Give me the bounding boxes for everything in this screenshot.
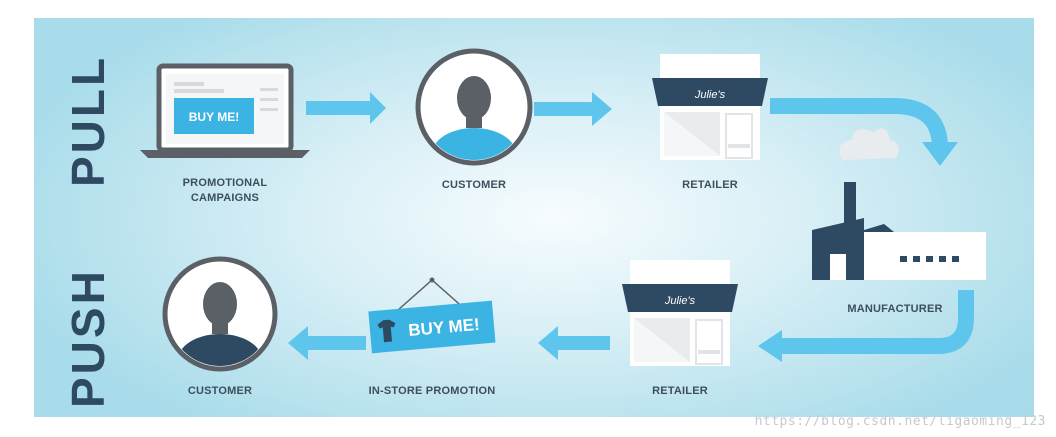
arrow-from-manufacturer (758, 290, 974, 362)
label-manufacturer: MANUFACTURER (847, 303, 943, 315)
arrow-to-manufacturer (770, 98, 958, 166)
arrow-push-1 (538, 326, 610, 360)
diagram-drawing: BUY ME! Julie's (140, 48, 986, 372)
store-sign-bottom: Julie's (664, 295, 696, 307)
arrow-push-2 (288, 326, 366, 360)
customer-avatar-top (415, 48, 533, 166)
factory-icon (812, 128, 986, 280)
arrow-pull-1 (306, 92, 386, 124)
label-promotional-campaigns: PROMOTIONAL CAMPAIGNS (182, 177, 268, 204)
laptop-icon: BUY ME! (140, 63, 310, 158)
label-customer-top: CUSTOMER (441, 179, 507, 191)
label-in-store-promotion: IN-STORE PROMOTION (368, 385, 496, 397)
store-icon-top: Julie's (652, 54, 768, 160)
label-retailer-top: RETAILER (682, 179, 738, 191)
store-sign-top: Julie's (694, 89, 726, 101)
store-icon-bottom: Julie's (622, 260, 738, 366)
customer-avatar-bottom (162, 256, 278, 372)
watermark: https://blog.csdn.net/ligaoming_123 (754, 414, 1046, 429)
laptop-banner (174, 98, 254, 134)
hanging-sign-icon: BUY ME! (368, 277, 496, 354)
diagram-panel: PULL PUSH BUY ME! (34, 18, 1034, 417)
label-customer-bottom: CUSTOMER (187, 385, 253, 397)
label-retailer-bottom: RETAILER (652, 385, 708, 397)
arrow-pull-2 (534, 92, 612, 126)
laptop-banner-text: BUY ME! (189, 110, 239, 124)
